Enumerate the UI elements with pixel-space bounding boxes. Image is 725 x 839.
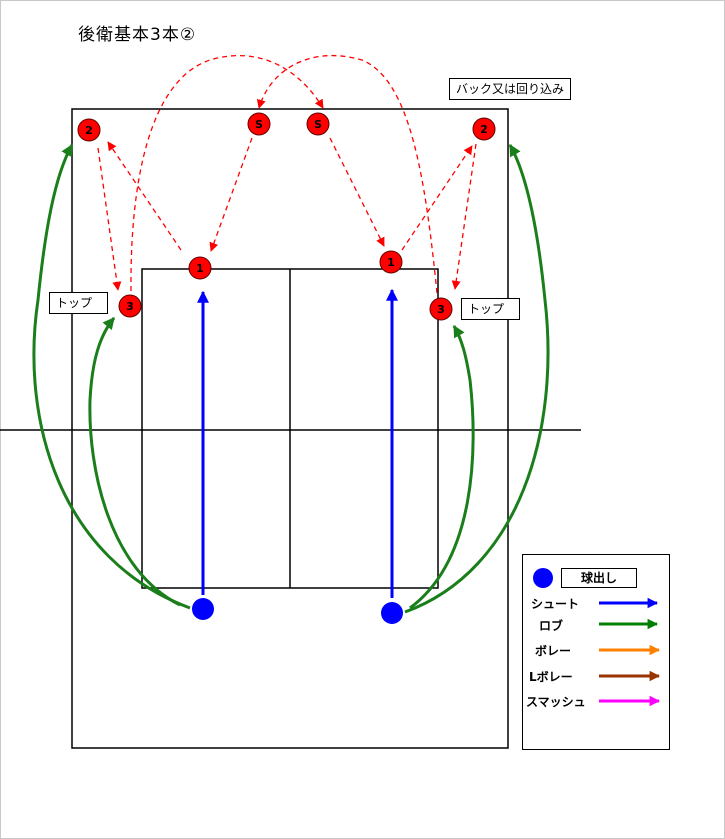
move-left-3-arc [130,55,324,292]
player-s-right [306,112,330,136]
marker-1-left: 1 [196,262,204,275]
player-2-right [472,117,496,141]
marker-s-right: S [314,118,322,131]
lob-right-to-3 [409,324,475,610]
marker-s-left: S [255,118,263,131]
marker-2-left: 2 [85,124,93,137]
legend-label-shot: シュート [531,597,580,611]
move-left-s-to-1 [209,137,253,252]
legend: 球出し シュート ロブ ボレー Lボレー スマッシュ [522,554,670,750]
players [77,112,496,321]
marker-3-left: 3 [126,300,134,313]
legend-feeder-icon [533,568,553,588]
move-right-2-to-3 [451,143,477,290]
player-2-left [77,118,101,142]
player-1-right [379,250,403,274]
move-right-s-to-1 [329,137,385,247]
shot-arrows [197,288,398,598]
lob-right-to-2 [404,143,550,614]
legend-label-l-volley: Lボレー [529,670,573,684]
movement-arrows [97,55,477,294]
move-left-2-to-3 [97,147,122,291]
feeder-right [381,602,403,624]
player-s-left [247,112,271,136]
legend-graphics [533,568,661,707]
move-left-1-to-2 [107,141,182,251]
player-3-right [429,297,453,321]
legend-label-smash: スマッシュ [526,695,586,709]
lob-arrows [32,143,550,614]
lob-left-to-2 [32,143,191,610]
label-back-or-around: バック又は回り込み [449,78,572,100]
player-1-left [188,256,212,280]
lob-left-to-3 [88,317,181,607]
marker-2-right: 2 [480,123,488,136]
label-top-left: トップ [49,292,108,314]
move-right-1-to-2 [401,145,473,251]
marker-3-right: 3 [437,303,445,316]
diagram-title: 後衛基本3本② [78,25,197,45]
legend-label-lob: ロブ [539,619,564,633]
label-top-right: トップ [461,298,520,320]
player-3-left [118,294,142,318]
marker-1-right: 1 [387,256,395,269]
court-outer [71,108,509,749]
legend-label-volley: ボレー [535,644,572,658]
move-right-3-arc [256,55,438,294]
legend-title: 球出し [561,568,637,588]
feeder-left [192,598,214,620]
